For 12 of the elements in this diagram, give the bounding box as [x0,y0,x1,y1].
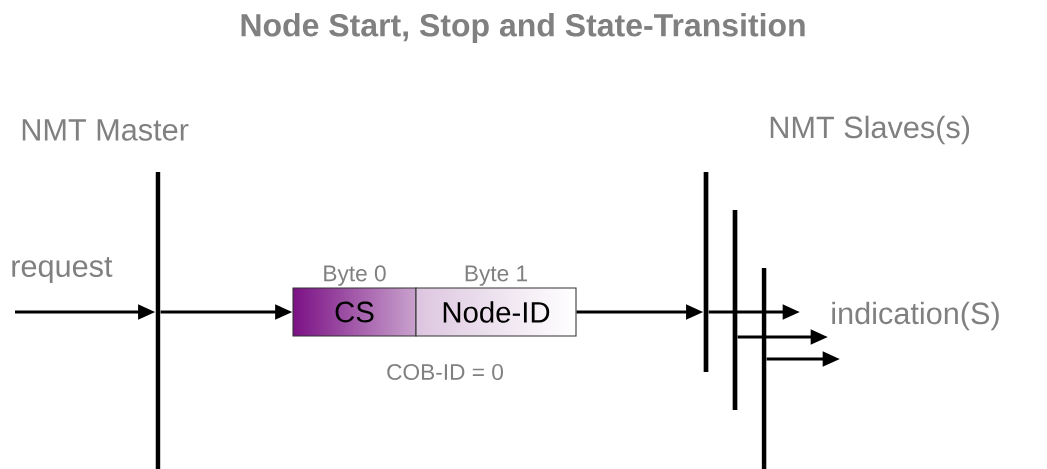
lifeline-bar [732,210,738,410]
column-heading: NMT Master [22,119,189,141]
column-heading: NMT Slaves(s) [770,115,970,145]
lifeline-bar [761,268,767,469]
byte-label: Byte 0 [324,265,386,286]
byte-cell: Node-ID [415,287,577,337]
primitive-label: indication(S) [832,301,999,331]
identifier-label: COB-ID = 0 [387,364,503,381]
byte-label: Byte 1 [465,265,527,286]
title: Node Start, Stop and State-Transition [241,13,805,43]
byte-cell: CS [292,287,417,337]
primitive-label: request [12,256,113,284]
